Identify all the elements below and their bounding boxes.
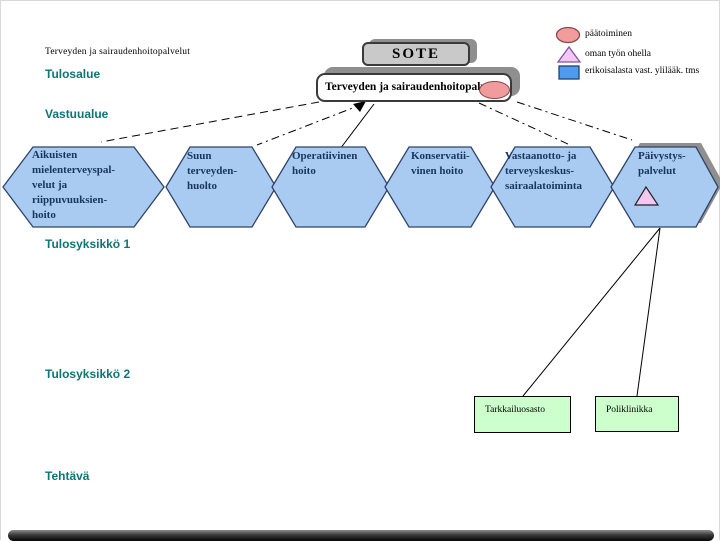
label-tulosalue: Tulosalue bbox=[45, 67, 101, 81]
label-vastuualue: Vastuualue bbox=[45, 107, 109, 121]
hexagon-label-line: Aikuisten bbox=[32, 149, 78, 161]
hexagon-label-line: riippuvuuksien- bbox=[32, 194, 108, 206]
hexagon-label-line: vinen hoito bbox=[411, 165, 464, 177]
hexagon-label-line: mielenterveyspal- bbox=[32, 164, 116, 176]
hexagon-label-line: Operatiivinen bbox=[292, 150, 358, 162]
legend-triangle-icon bbox=[556, 45, 582, 63]
label-tulosyksikko-2: Tulosyksikkö 2 bbox=[45, 367, 131, 381]
hexagon-label-konservatiivinen: Konservatii- vinen hoito bbox=[411, 149, 470, 179]
hexagon-label-line: Suun bbox=[187, 150, 212, 162]
connector-box-to-hex5 bbox=[478, 102, 571, 146]
legend-square-icon bbox=[558, 65, 580, 80]
legend-label-paatoiminen: päätoiminen bbox=[585, 29, 632, 39]
oman-tyon-ohella-triangle-icon bbox=[633, 185, 660, 206]
hexagon-aikuisten-mielenterveys[interactable] bbox=[2, 146, 165, 228]
connector-hex6-to-poliklinikka bbox=[636, 227, 661, 397]
connector-box-to-hex3 bbox=[339, 103, 375, 150]
arrowhead-icon bbox=[353, 101, 366, 112]
hexagon-label-line: terveyskeskus- bbox=[505, 165, 575, 177]
connector-box-to-hex1 bbox=[100, 101, 320, 143]
hexagon-label-line: hoito bbox=[32, 209, 56, 221]
hexagon-label-line: palvelut bbox=[638, 165, 676, 177]
hexagon-label-line: Vastaanotto- ja bbox=[505, 150, 577, 162]
label-tehtava: Tehtävä bbox=[45, 469, 90, 483]
hexagon-label-aikuisten: Aikuisten mielenterveyspal- velut ja rii… bbox=[32, 148, 115, 223]
bottom-scrollbar[interactable] bbox=[8, 530, 714, 541]
legend-ellipse-icon bbox=[555, 26, 581, 44]
hexagon-label-vastaanotto: Vastaanotto- ja terveyskeskus- sairaalat… bbox=[505, 149, 582, 194]
hexagon-label-line: hoito bbox=[292, 165, 316, 177]
legend-label-oman-tyon-ohella: oman työn ohella bbox=[585, 49, 651, 59]
paatoiminen-ellipse-icon bbox=[479, 81, 510, 99]
hexagon-label-line: Konservatii- bbox=[411, 150, 470, 162]
connector-box-to-hex2 bbox=[256, 103, 364, 146]
label-tulosyksikko-1: Tulosyksikkö 1 bbox=[45, 237, 131, 251]
hexagon-label-paivystys: Päivystys- palvelut bbox=[638, 149, 686, 179]
hexagon-label-line: terveyden- bbox=[187, 165, 238, 177]
sote-box[interactable]: SOTE bbox=[362, 42, 470, 66]
hexagon-label-line: velut ja bbox=[32, 179, 68, 191]
legend-label-erikoisalasta: erikoisalasta vast. ylilääk. tms bbox=[585, 66, 700, 76]
hexagon-label-operatiivinen: Operatiivinen hoito bbox=[292, 149, 357, 179]
hexagon-label-line: huolto bbox=[187, 180, 217, 192]
area-label: Terveyden ja sairaudenhoitopalvelut bbox=[45, 47, 191, 57]
hexagon-paivystyspalvelut[interactable] bbox=[610, 146, 719, 228]
hexagon-label-suun: Suun terveyden- huolto bbox=[187, 149, 237, 194]
hexagon-label-line: Päivystys- bbox=[638, 150, 686, 162]
connector-hex6-to-tarkkailuosasto bbox=[522, 227, 661, 397]
main-box[interactable]: Terveyden ja sairaudenhoitopalvelut bbox=[316, 73, 512, 102]
hexagon-label-line: sairaalatoiminta bbox=[505, 180, 582, 192]
sub-unit-box-tarkkailuosasto[interactable]: Tarkkailuosasto bbox=[474, 396, 571, 433]
sub-unit-box-poliklinikka[interactable]: Poliklinikka bbox=[595, 396, 679, 432]
connector-box-to-hex6 bbox=[516, 101, 633, 141]
